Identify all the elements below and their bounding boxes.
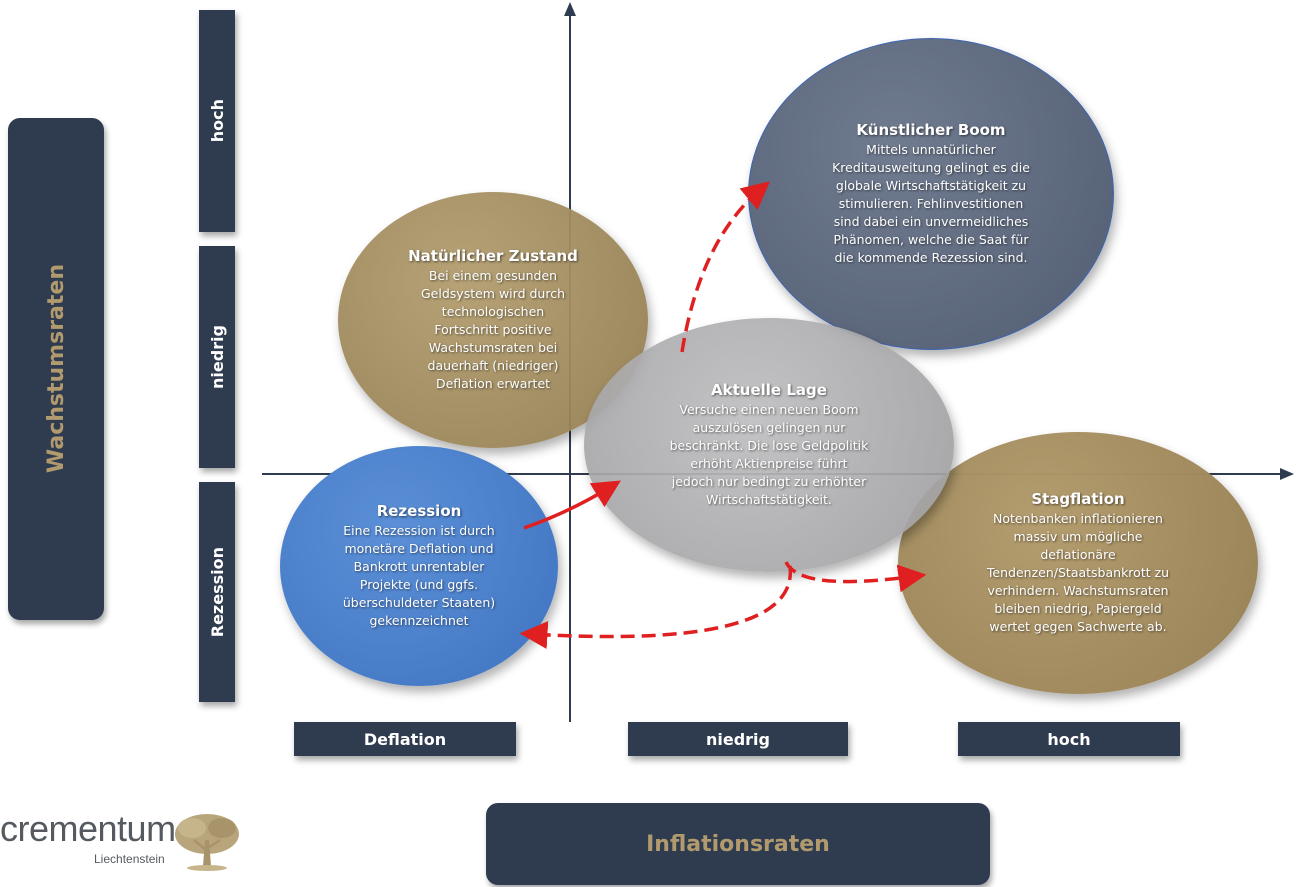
bubble-title: Stagflation xyxy=(1031,490,1125,508)
y-level-hoch: hoch xyxy=(199,10,235,232)
bubble-text: Eine Rezession ist durch monetäre Deflat… xyxy=(342,523,496,628)
y-axis-title-box: Wachstumsraten xyxy=(8,118,104,620)
bubble-text: Versuche einen neuen Boom auszulösen gel… xyxy=(669,402,869,507)
bubble-title: Künstlicher Boom xyxy=(856,121,1006,139)
bubble-title: Natürlicher Zustand xyxy=(408,247,578,265)
x-axis-title-box: Inflationsraten xyxy=(486,803,990,885)
arrow-aktuell-to-boom xyxy=(680,181,771,353)
bubble-text: Mittels unnatürlicher Kreditausweitung g… xyxy=(832,142,1030,265)
x-level-label: Deflation xyxy=(363,729,447,749)
x-level-label: niedrig xyxy=(705,729,770,749)
bubble-title: Aktuelle Lage xyxy=(711,381,827,399)
x-level-label: hoch xyxy=(1047,729,1091,749)
arrow-aktuell-to-stagflation xyxy=(784,561,927,593)
y-level-niedrig: niedrig xyxy=(199,246,235,468)
bubble-aktuelle-lage: Aktuelle Lage Versuche einen neuen Boom … xyxy=(584,318,954,572)
bubble-rezession: Rezession Eine Rezession ist durch monet… xyxy=(280,446,558,686)
x-level-deflation: Deflation xyxy=(294,722,516,756)
arrow-rezession-to-aktuell xyxy=(523,480,621,530)
logo-subtitle: Liechtenstein xyxy=(94,852,165,866)
crementum-logo: crementum Liechtenstein xyxy=(0,808,244,874)
bubble-kuenstlicher-boom: Künstlicher Boom Mittels unnatürlicher K… xyxy=(748,38,1114,350)
tree-icon xyxy=(175,814,239,871)
x-axis-arrowhead xyxy=(1280,468,1294,480)
x-level-hoch: hoch xyxy=(958,722,1180,756)
y-level-rezession: Rezession xyxy=(199,482,235,702)
bubble-text: Bei einem gesunden Geldsystem wird durch… xyxy=(421,268,565,391)
x-level-niedrig: niedrig xyxy=(628,722,848,756)
bubble-stagflation: Stagflation Notenbanken inflationieren m… xyxy=(898,432,1258,694)
bubble-title: Rezession xyxy=(376,502,462,520)
y-axis-arrowhead xyxy=(564,2,576,16)
bubble-text: Notenbanken inflationieren massiv um mög… xyxy=(986,511,1170,634)
x-axis-title: Inflationsraten xyxy=(646,831,830,857)
logo-name: crementum xyxy=(0,808,176,849)
arrow-stagflation-to-rezession xyxy=(519,565,793,650)
